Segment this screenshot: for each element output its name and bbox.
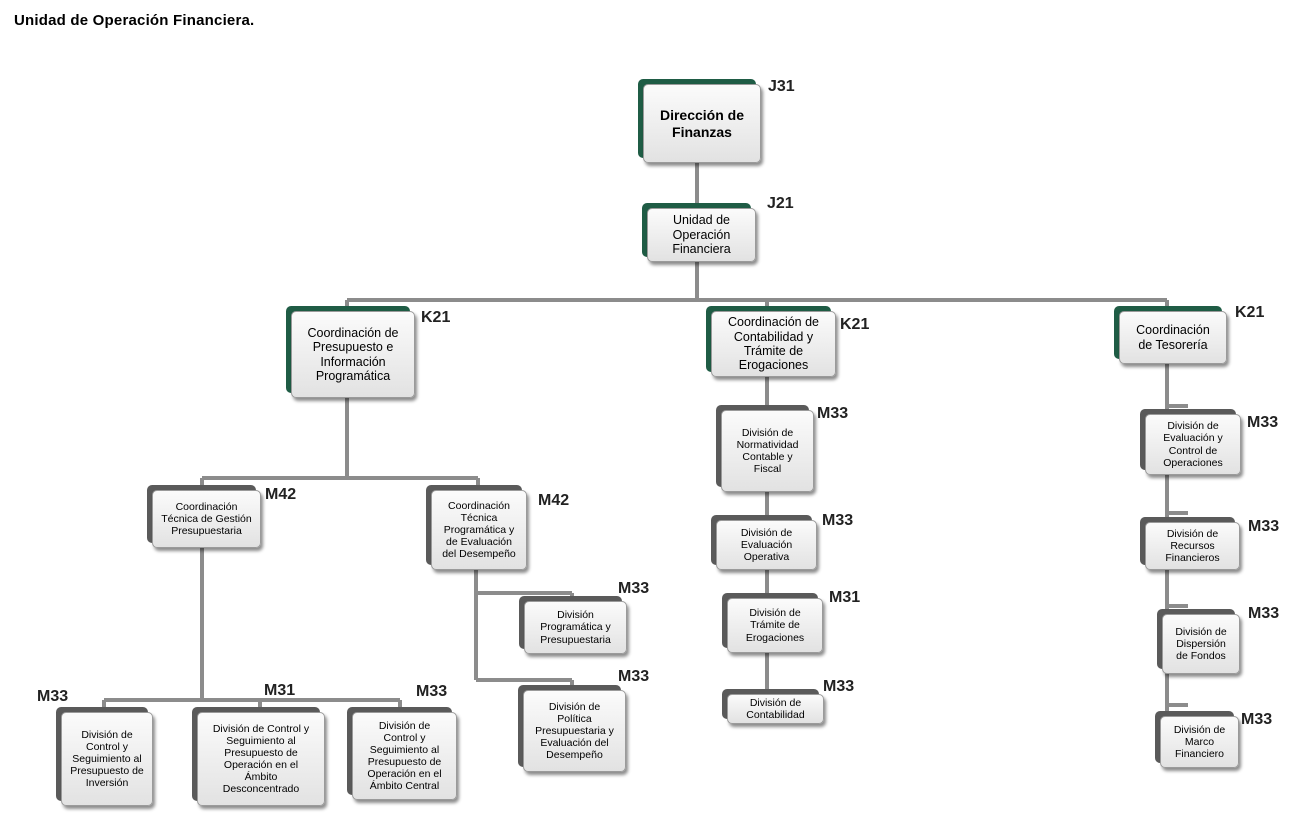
level-code: M33 (1247, 414, 1279, 431)
level-code: M33 (822, 512, 854, 529)
level-code: M33 (618, 580, 650, 597)
node-coord-presupuesto: Coordinación de Presupuesto e Informació… (286, 306, 415, 398)
node-label: División de Normatividad Contable y Fisc… (736, 426, 799, 476)
level-code: M33 (416, 683, 448, 700)
node-label: Coordinación de Tesorería (1136, 323, 1210, 352)
node-label: División Programática y Presupuestaria (540, 609, 611, 646)
level-code: M33 (1248, 605, 1280, 622)
node-div-tramite: División de Trámite de Erogaciones (722, 593, 823, 653)
node-label: División de Política Presupuestaria y Ev… (535, 700, 614, 762)
node-label: Coordinación Técnica Programática y de E… (442, 499, 516, 561)
node-div-marco: División de Marco Financiero (1155, 711, 1239, 768)
node-div-central: División de Control y Seguimiento al Pre… (347, 707, 457, 800)
node-label: Unidad de Operación Financiera (672, 213, 731, 257)
node-unidad-operacion: Unidad de Operación Financiera (642, 203, 756, 262)
level-code: J21 (767, 195, 794, 212)
node-div-inversion: División de Control y Seguimiento al Pre… (56, 707, 153, 806)
node-label: División de Control y Seguimiento al Pre… (367, 719, 442, 793)
node-div-desconcentrado: División de Control y Seguimiento al Pre… (192, 707, 325, 806)
node-direccion-finanzas: Dirección de Finanzas (638, 79, 761, 163)
node-label: Coordinación de Presupuesto e Informació… (307, 325, 399, 383)
node-label: División de Control y Seguimiento al Pre… (212, 722, 310, 796)
node-label: División de Trámite de Erogaciones (745, 607, 805, 644)
node-div-contabilidad: División de Contabilidad (722, 689, 824, 724)
node-div-eval-operativa: División de Evaluación Operativa (711, 515, 817, 570)
level-code: M31 (829, 589, 861, 606)
level-code: M33 (1241, 711, 1273, 728)
node-label: División de Contabilidad (746, 696, 805, 721)
level-code: J31 (768, 78, 795, 95)
node-label: División de Evaluación y Control de Oper… (1163, 420, 1223, 469)
node-label: División de Marco Financiero (1173, 723, 1226, 761)
node-label: División de Control y Seguimiento al Pre… (70, 728, 144, 790)
level-code: M33 (817, 405, 849, 422)
node-label: División de Dispersión de Fondos (1175, 625, 1227, 663)
node-div-dispersion: División de Dispersión de Fondos (1157, 609, 1240, 674)
level-code: M33 (37, 688, 69, 705)
node-label: Dirección de Finanzas (659, 107, 745, 140)
node-ct-gestion: Coordinación Técnica de Gestión Presupue… (147, 485, 261, 548)
level-code: K21 (1235, 304, 1265, 321)
level-code: M33 (823, 678, 855, 695)
level-code: M31 (264, 682, 296, 699)
level-code: M33 (618, 668, 650, 685)
node-div-programatica: División Programática y Presupuestaria (519, 596, 627, 654)
node-div-normatividad: División de Normatividad Contable y Fisc… (716, 405, 814, 492)
node-div-eval-control: División de Evaluación y Control de Oper… (1140, 409, 1241, 475)
level-code: K21 (840, 316, 870, 333)
level-code: M33 (1248, 518, 1280, 535)
node-label: División de Evaluación Operativa (740, 526, 793, 564)
node-coord-tesoreria: Coordinación de Tesorería (1114, 306, 1227, 364)
node-ct-programatica: Coordinación Técnica Programática y de E… (426, 485, 527, 570)
level-code: M42 (265, 486, 297, 503)
level-code: M42 (538, 492, 570, 509)
node-label: Coordinación Técnica de Gestión Presupue… (161, 500, 252, 538)
level-code: K21 (421, 309, 451, 326)
node-coord-contabilidad: Coordinación de Contabilidad y Trámite d… (706, 306, 836, 377)
node-label: Coordinación de Contabilidad y Trámite d… (727, 315, 820, 373)
node-label: División de Recursos Financieros (1165, 527, 1220, 565)
page-title: Unidad de Operación Financiera. (14, 12, 255, 29)
node-div-recursos: División de Recursos Financieros (1140, 517, 1240, 570)
node-div-politica: División de Política Presupuestaria y Ev… (518, 685, 626, 772)
